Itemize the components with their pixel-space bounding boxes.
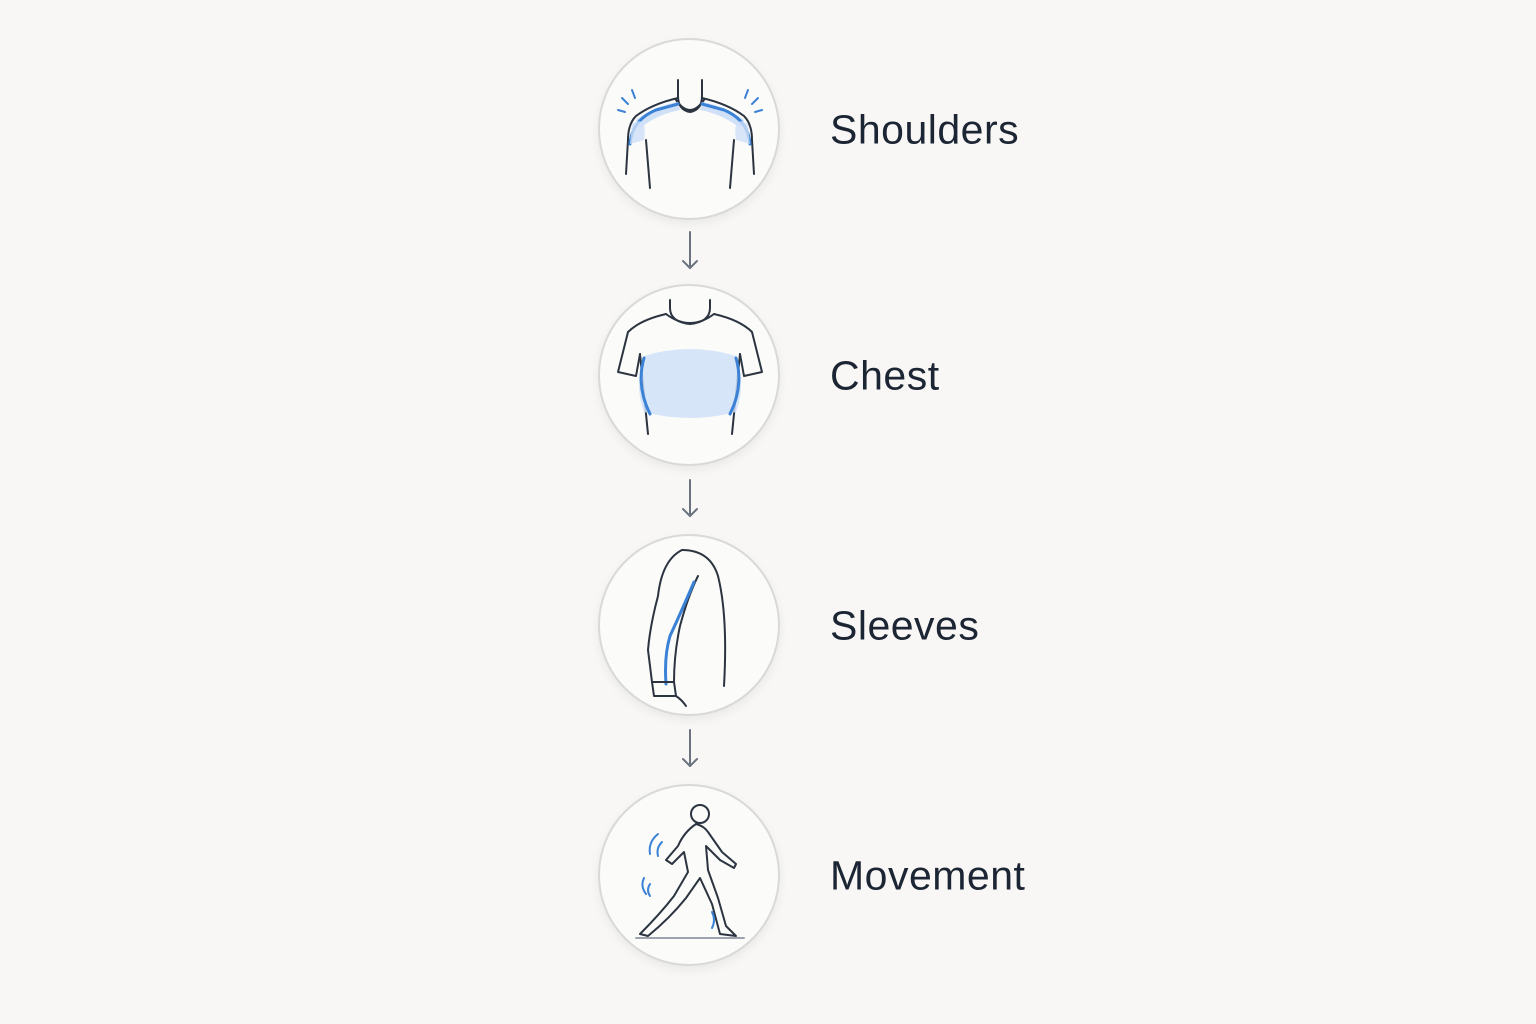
shoulders-icon xyxy=(617,79,763,189)
shoulders-circle xyxy=(598,38,780,220)
step-shoulders: Shoulders xyxy=(598,38,1158,222)
movement-icon xyxy=(635,804,745,939)
sleeves-icon xyxy=(647,549,727,707)
step-label-chest: Chest xyxy=(830,352,940,399)
movement-circle xyxy=(598,784,780,966)
chest-circle xyxy=(598,284,780,466)
step-movement: Movement xyxy=(598,784,1158,968)
chest-icon xyxy=(617,299,763,435)
sleeves-circle xyxy=(598,534,780,716)
step-sleeves: Sleeves xyxy=(598,534,1158,718)
step-label-shoulders: Shoulders xyxy=(830,106,1020,153)
arrow-down-icon xyxy=(682,729,698,767)
step-chest: Chest xyxy=(598,284,1158,468)
step-label-movement: Movement xyxy=(830,852,1026,899)
step-label-sleeves: Sleeves xyxy=(830,602,980,649)
arrow-down-icon xyxy=(682,479,698,517)
arrow-down-icon xyxy=(682,231,698,269)
